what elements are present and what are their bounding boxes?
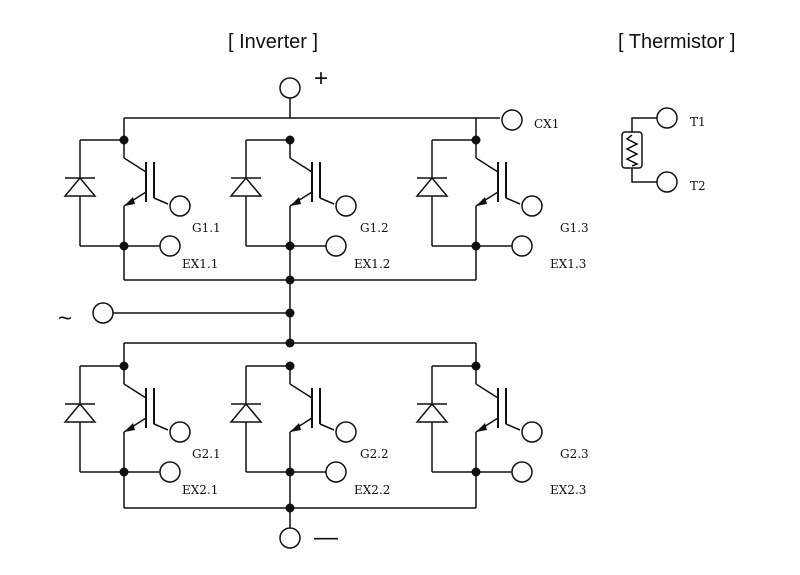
- junction-dot: [285, 338, 295, 348]
- upper-gate-label-2: G1.2: [360, 221, 389, 235]
- rails: + CX1 ~ —: [58, 65, 559, 551]
- upper-emitter-label-2: EX1.2: [354, 257, 390, 271]
- t2-label: T2: [690, 179, 706, 193]
- minus-label: —: [314, 524, 338, 551]
- inverter-header: [ Inverter ]: [228, 31, 318, 53]
- cx1-terminal[interactable]: [501, 109, 523, 131]
- thermistor-header: [ Thermistor ]: [618, 31, 735, 53]
- lower-emitter-terminal-3[interactable]: [511, 461, 533, 483]
- lower-emitter-terminal-1[interactable]: [159, 461, 181, 483]
- ac-label: ~: [58, 305, 72, 332]
- thermistor-body: [621, 131, 643, 169]
- resistor-zigzag: [625, 134, 639, 167]
- cx1-label: CX1: [534, 117, 559, 131]
- junction-dot: [285, 503, 295, 513]
- upper-emitter-label-1: EX1.1: [182, 257, 218, 271]
- lower-gate-label-3: G2.3: [560, 447, 589, 461]
- lower-gate-terminal-1[interactable]: [169, 421, 191, 443]
- t1-label: T1: [690, 115, 706, 129]
- lower-gate-terminal-3[interactable]: [521, 421, 543, 443]
- minus-terminal[interactable]: [279, 527, 301, 549]
- plus-terminal[interactable]: [279, 77, 301, 99]
- upper-emitter-terminal-3[interactable]: [511, 235, 533, 257]
- lower-gate-label-1: G2.1: [192, 447, 221, 461]
- upper-emitter-label-3: EX1.3: [550, 257, 586, 271]
- lower-emitter-label-3: EX2.3: [550, 483, 586, 497]
- upper-emitter-terminal-2[interactable]: [325, 235, 347, 257]
- junction-dot: [285, 275, 295, 285]
- upper-gate-terminal-2[interactable]: [335, 195, 357, 217]
- upper-gate-terminal-3[interactable]: [521, 195, 543, 217]
- plus-label: +: [314, 65, 328, 92]
- lower-emitter-label-1: EX2.1: [182, 483, 218, 497]
- t2-terminal[interactable]: [656, 171, 678, 193]
- lower-gate-label-2: G2.2: [360, 447, 389, 461]
- upper-gate-label-3: G1.3: [560, 221, 589, 235]
- upper-gate-terminal-1[interactable]: [169, 195, 191, 217]
- lower-gate-terminal-2[interactable]: [335, 421, 357, 443]
- lower-emitter-terminal-2[interactable]: [325, 461, 347, 483]
- ac-terminal[interactable]: [92, 302, 114, 324]
- upper-emitter-terminal-1[interactable]: [159, 235, 181, 257]
- upper-gate-label-1: G1.1: [192, 221, 221, 235]
- thermistor: T1 T2: [621, 107, 706, 193]
- t1-terminal[interactable]: [656, 107, 678, 129]
- lower-emitter-label-2: EX2.2: [354, 483, 390, 497]
